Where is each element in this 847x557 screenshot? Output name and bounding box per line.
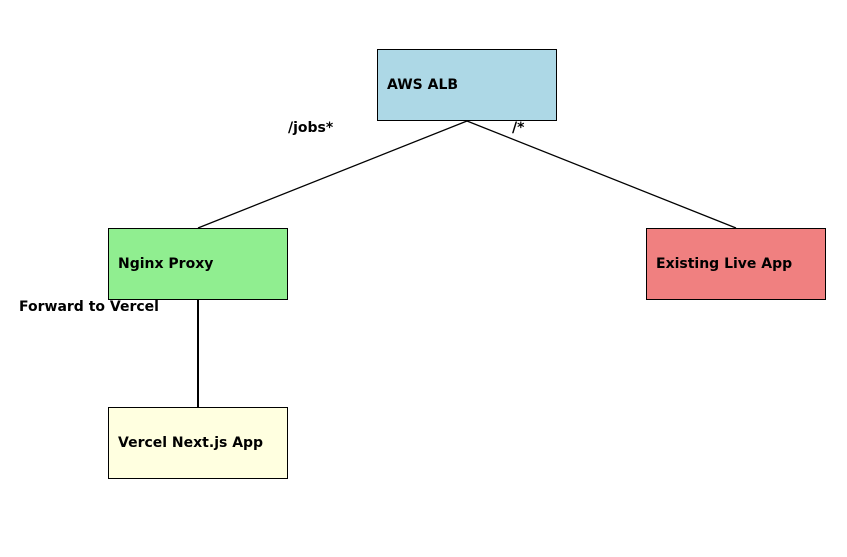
edge-alb-to-live — [466, 120, 737, 229]
edge-label-jobs-route: /jobs* — [288, 120, 334, 136]
node-vercel-nextjs-app: Vercel Next.js App — [108, 407, 288, 479]
edge-label-forward-to-vercel: Forward to Vercel — [19, 299, 159, 315]
node-aws-alb-label: AWS ALB — [387, 77, 459, 93]
node-aws-alb: AWS ALB — [377, 49, 557, 121]
edge-alb-to-nginx — [197, 120, 468, 229]
node-vercel-nextjs-app-label: Vercel Next.js App — [118, 435, 264, 451]
node-nginx-proxy: Nginx Proxy — [108, 228, 288, 300]
edge-label-catch-all-route: /* — [512, 120, 525, 136]
node-existing-live-app: Existing Live App — [646, 228, 826, 300]
node-nginx-proxy-label: Nginx Proxy — [118, 256, 214, 272]
node-existing-live-app-label: Existing Live App — [656, 256, 793, 272]
